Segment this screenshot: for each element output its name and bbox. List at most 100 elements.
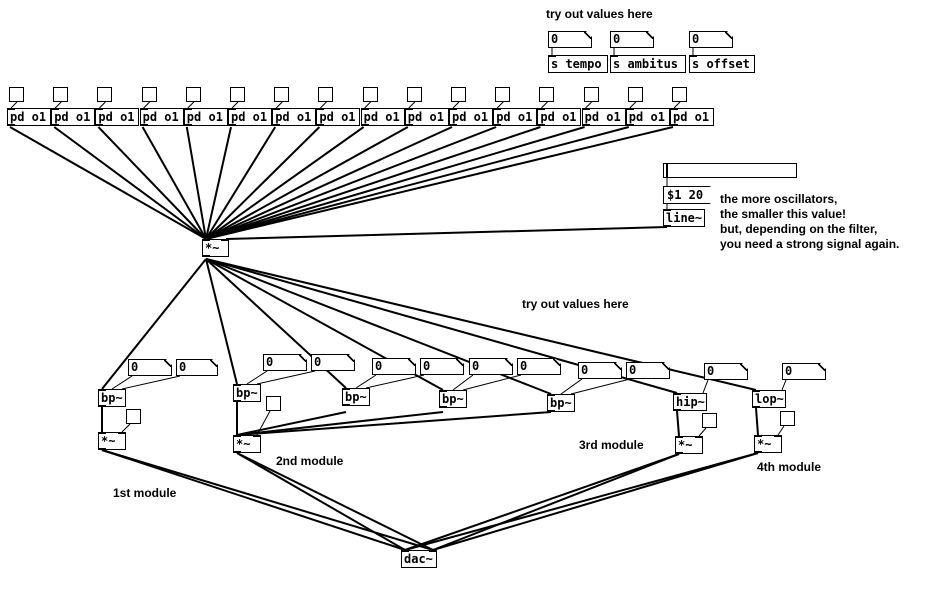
- oscillator-bang-14[interactable]: [583, 87, 599, 102]
- module2-number-box-4[interactable]: 0: [420, 358, 464, 375]
- oscillator-bang-3[interactable]: [97, 87, 113, 102]
- oscillator-object-10[interactable]: pd o1: [404, 108, 449, 126]
- oscillator-object-13[interactable]: pd o1: [537, 108, 582, 126]
- patch-cord: [205, 126, 232, 240]
- oscillator-object-9[interactable]: pd o1: [360, 108, 405, 126]
- oscillator-bang-5[interactable]: [185, 87, 201, 102]
- patch-cord: [275, 101, 283, 109]
- patch-cord: [236, 411, 444, 436]
- oscillator-object-8[interactable]: pd o1: [316, 108, 361, 126]
- module2-bandpass-object-2[interactable]: bp~: [342, 388, 370, 406]
- module4-multiply-object[interactable]: *~: [754, 435, 782, 453]
- oscillator-object-1[interactable]: pd o1: [7, 108, 51, 126]
- module1-multiply-label: *~: [101, 434, 116, 448]
- module3-highpass-object[interactable]: hip~: [673, 393, 707, 411]
- patch-cord: [141, 126, 207, 240]
- module2-multiply-label: *~: [236, 437, 251, 451]
- gain-slider[interactable]: [663, 163, 797, 178]
- module4-comment: 4th module: [757, 460, 822, 474]
- oscillator-object-5[interactable]: pd o1: [183, 108, 228, 126]
- oscillator-label: pd o1: [231, 110, 268, 124]
- module1-toggle[interactable]: [126, 409, 141, 424]
- oscillator-bang-12[interactable]: [495, 87, 511, 102]
- module2-toggle[interactable]: [266, 396, 281, 411]
- module1-bandpass-label: bp~: [101, 391, 123, 405]
- oscillator-object-3[interactable]: pd o1: [95, 108, 140, 126]
- oscillator-object-12[interactable]: pd o1: [493, 108, 538, 126]
- module2-bandpass-object-4[interactable]: bp~: [547, 394, 575, 412]
- oscillator-object-7[interactable]: pd o1: [272, 108, 317, 126]
- offset-number-box[interactable]: 0: [689, 31, 733, 48]
- patch-cord: [404, 452, 759, 551]
- oscillator-bang-4[interactable]: [141, 87, 157, 102]
- oscillator-bang-16[interactable]: [672, 87, 687, 102]
- oscillator-label: pd o1: [142, 110, 179, 124]
- patch-cord: [205, 126, 674, 240]
- module2-comment: 2nd module: [276, 454, 344, 468]
- oscillator-object-14[interactable]: pd o1: [581, 108, 626, 126]
- module2-bandpass-label-2: bp~: [345, 390, 367, 404]
- oscillator-label: pd o1: [584, 110, 621, 124]
- send-offset-object[interactable]: s offset: [689, 55, 755, 73]
- oscillator-object-4[interactable]: pd o1: [139, 108, 184, 126]
- oscillator-bang-8[interactable]: [318, 87, 334, 102]
- module2-bandpass-label-1: bp~: [236, 386, 258, 400]
- patch-cord: [452, 374, 474, 391]
- main-multiply-object[interactable]: *~: [202, 239, 229, 257]
- module2-multiply-object[interactable]: *~: [233, 435, 261, 453]
- module3-number-box[interactable]: 0: [704, 363, 748, 380]
- patch-cord: [187, 101, 195, 109]
- oscillator-note-line-3: but, depending on the filter,: [720, 222, 878, 236]
- oscillator-bang-13[interactable]: [539, 87, 555, 102]
- module1-multiply-object[interactable]: *~: [98, 432, 126, 450]
- oscillator-bang-1[interactable]: [9, 87, 24, 102]
- module2-number-box-5[interactable]: 0: [469, 358, 513, 375]
- module4-number-box[interactable]: 0: [782, 363, 826, 380]
- oscillator-object-16[interactable]: pd o1: [670, 108, 714, 126]
- module1-number-box-1[interactable]: 0: [128, 359, 172, 376]
- ambitus-number-box[interactable]: 0: [610, 31, 654, 48]
- oscillator-object-6[interactable]: pd o1: [228, 108, 272, 126]
- module2-bandpass-object-3[interactable]: bp~: [439, 390, 467, 408]
- module1-bandpass-object[interactable]: bp~: [98, 389, 126, 407]
- send-ambitus-object[interactable]: s ambitus: [610, 55, 686, 73]
- patch-cord: [585, 101, 592, 109]
- module4-toggle[interactable]: [780, 411, 795, 426]
- module3-highpass-label: hip~: [676, 395, 705, 409]
- oscillator-label: pd o1: [10, 110, 47, 124]
- patch-cord: [702, 379, 709, 394]
- module1-number-box-2[interactable]: 0: [176, 359, 218, 376]
- module2-number-box-6[interactable]: 0: [517, 358, 561, 375]
- oscillator-bang-7[interactable]: [274, 87, 290, 102]
- module3-multiply-object[interactable]: *~: [675, 436, 703, 454]
- module2-bandpass-object-1[interactable]: bp~: [233, 384, 261, 402]
- dac-object[interactable]: dac~: [401, 550, 437, 568]
- oscillator-bang-15[interactable]: [627, 87, 643, 102]
- module4-lowpass-object[interactable]: lop~: [752, 390, 786, 408]
- patch-cord: [205, 126, 453, 240]
- gain-slider-knob[interactable]: [666, 164, 668, 177]
- oscillator-bang-6[interactable]: [230, 87, 245, 102]
- oscillator-bang-10[interactable]: [406, 87, 422, 102]
- send-tempo-object[interactable]: s tempo: [548, 55, 608, 73]
- oscillator-bang-11[interactable]: [451, 87, 466, 102]
- oscillator-bang-9[interactable]: [362, 87, 378, 102]
- patch-cord: [364, 101, 371, 109]
- oscillator-object-11[interactable]: pd o1: [449, 108, 493, 126]
- oscillator-object-2[interactable]: pd o1: [51, 108, 96, 126]
- oscillator-bang-2[interactable]: [53, 87, 69, 102]
- module2-number-box-2[interactable]: 0: [311, 354, 355, 371]
- module2-number-box-1[interactable]: 0: [263, 354, 307, 371]
- tempo-number-box[interactable]: 0: [548, 31, 592, 48]
- gain-message-box[interactable]: $1 20: [663, 186, 711, 204]
- module3-toggle[interactable]: [702, 413, 717, 428]
- module2-number-box-3[interactable]: 0: [372, 358, 416, 375]
- line-object[interactable]: line~: [663, 209, 705, 227]
- module2-bandpass-label-3: bp~: [442, 392, 464, 406]
- module3-multiply-label: *~: [678, 438, 693, 452]
- module4-lowpass-label: lop~: [755, 392, 784, 406]
- module2-number-box-8[interactable]: 0: [626, 362, 670, 379]
- module2-number-box-7[interactable]: 0: [578, 362, 622, 379]
- oscillator-object-15[interactable]: pd o1: [625, 108, 670, 126]
- patch-cord: [205, 126, 630, 240]
